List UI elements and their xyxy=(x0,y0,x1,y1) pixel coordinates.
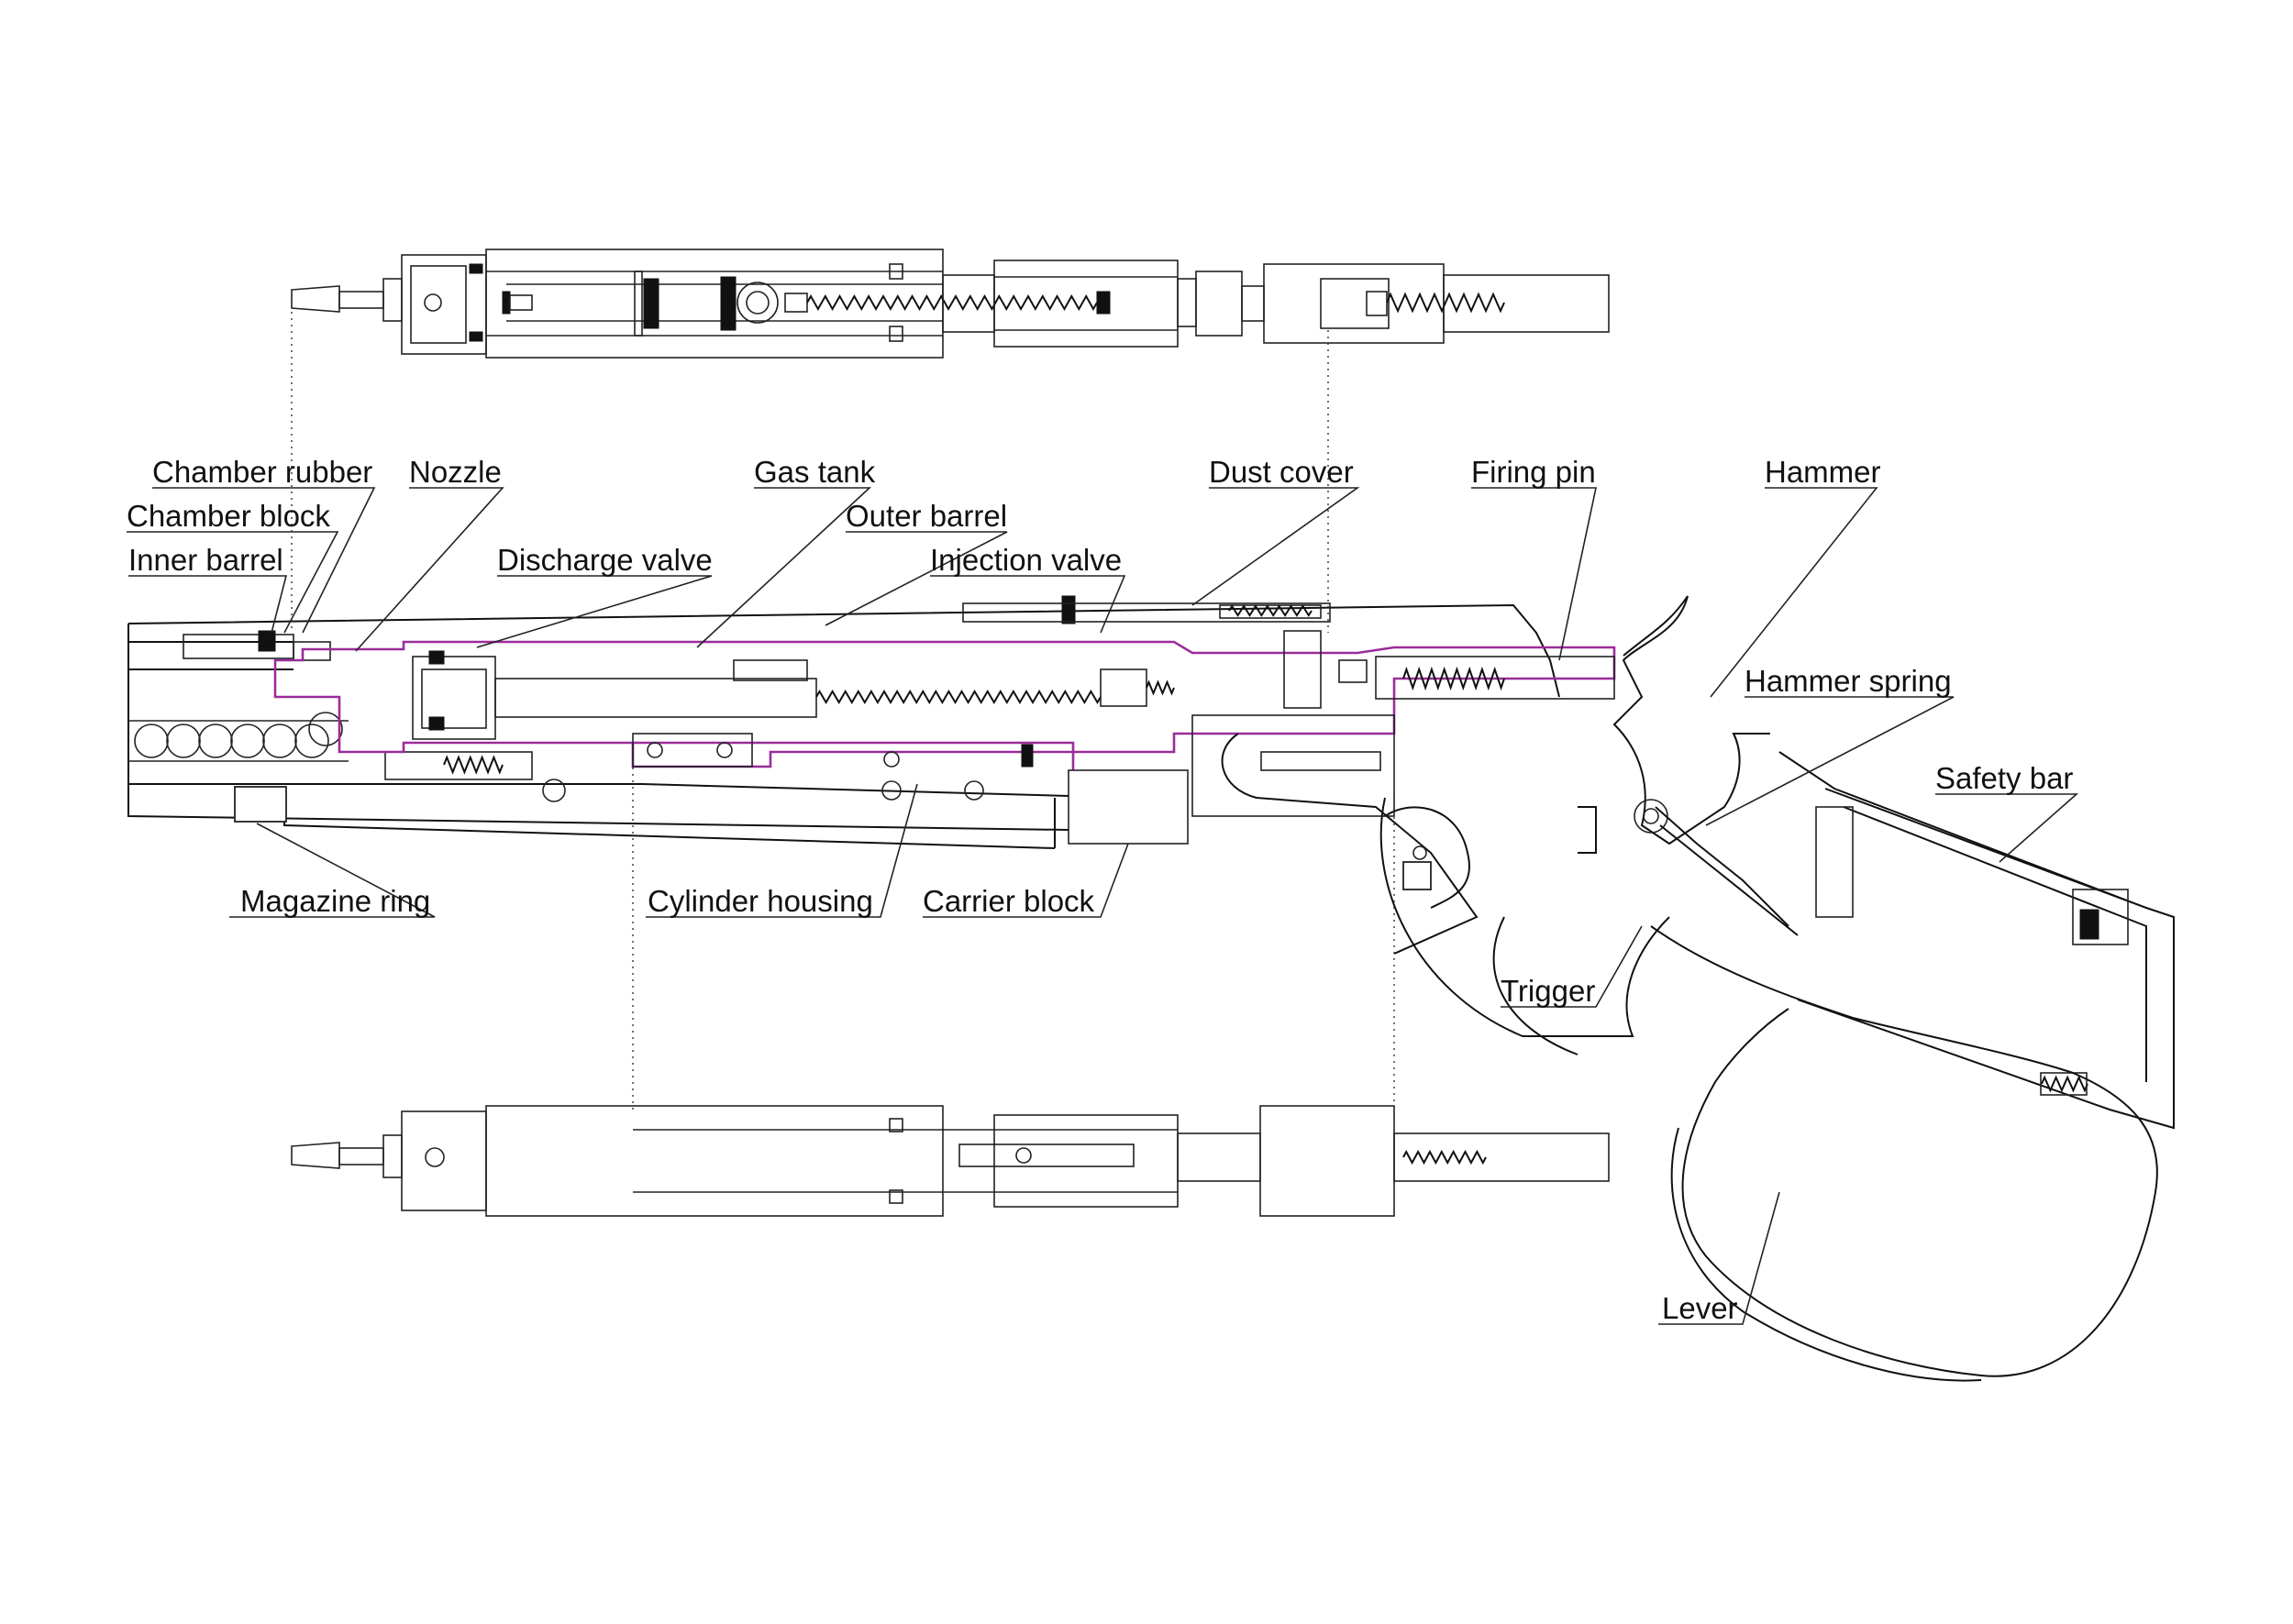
label-firing-pin: Firing pin xyxy=(1471,455,1596,489)
leader-lines xyxy=(127,487,2079,1325)
label-magazine-ring: Magazine ring xyxy=(240,884,430,918)
main-cutaway-view xyxy=(127,595,2175,1382)
bottom-assembly-view xyxy=(291,1105,1610,1217)
projection-lines xyxy=(291,312,1395,1114)
label-injection-valve: Injection valve xyxy=(930,543,1122,577)
bb-row xyxy=(134,712,343,758)
label-inner-barrel: Inner barrel xyxy=(128,543,283,577)
label-hammer: Hammer xyxy=(1765,455,1881,489)
part-labels: Chamber rubber Nozzle Gas tank Dust cove… xyxy=(127,455,2073,1325)
top-assembly-view xyxy=(291,249,1610,359)
label-discharge-valve: Discharge valve xyxy=(497,543,713,577)
label-trigger: Trigger xyxy=(1501,974,1595,1008)
label-nozzle: Nozzle xyxy=(409,455,502,489)
label-cylinder-housing: Cylinder housing xyxy=(648,884,873,918)
label-safety-bar: Safety bar xyxy=(1935,761,2073,795)
label-gas-tank: Gas tank xyxy=(754,455,876,489)
label-chamber-rubber: Chamber rubber xyxy=(152,455,372,489)
label-hammer-spring: Hammer spring xyxy=(1745,664,1952,698)
label-carrier-block: Carrier block xyxy=(923,884,1095,918)
label-outer-barrel: Outer barrel xyxy=(846,499,1007,533)
label-dust-cover: Dust cover xyxy=(1209,455,1354,489)
label-lever: Lever xyxy=(1662,1291,1738,1325)
label-chamber-block: Chamber block xyxy=(127,499,330,533)
